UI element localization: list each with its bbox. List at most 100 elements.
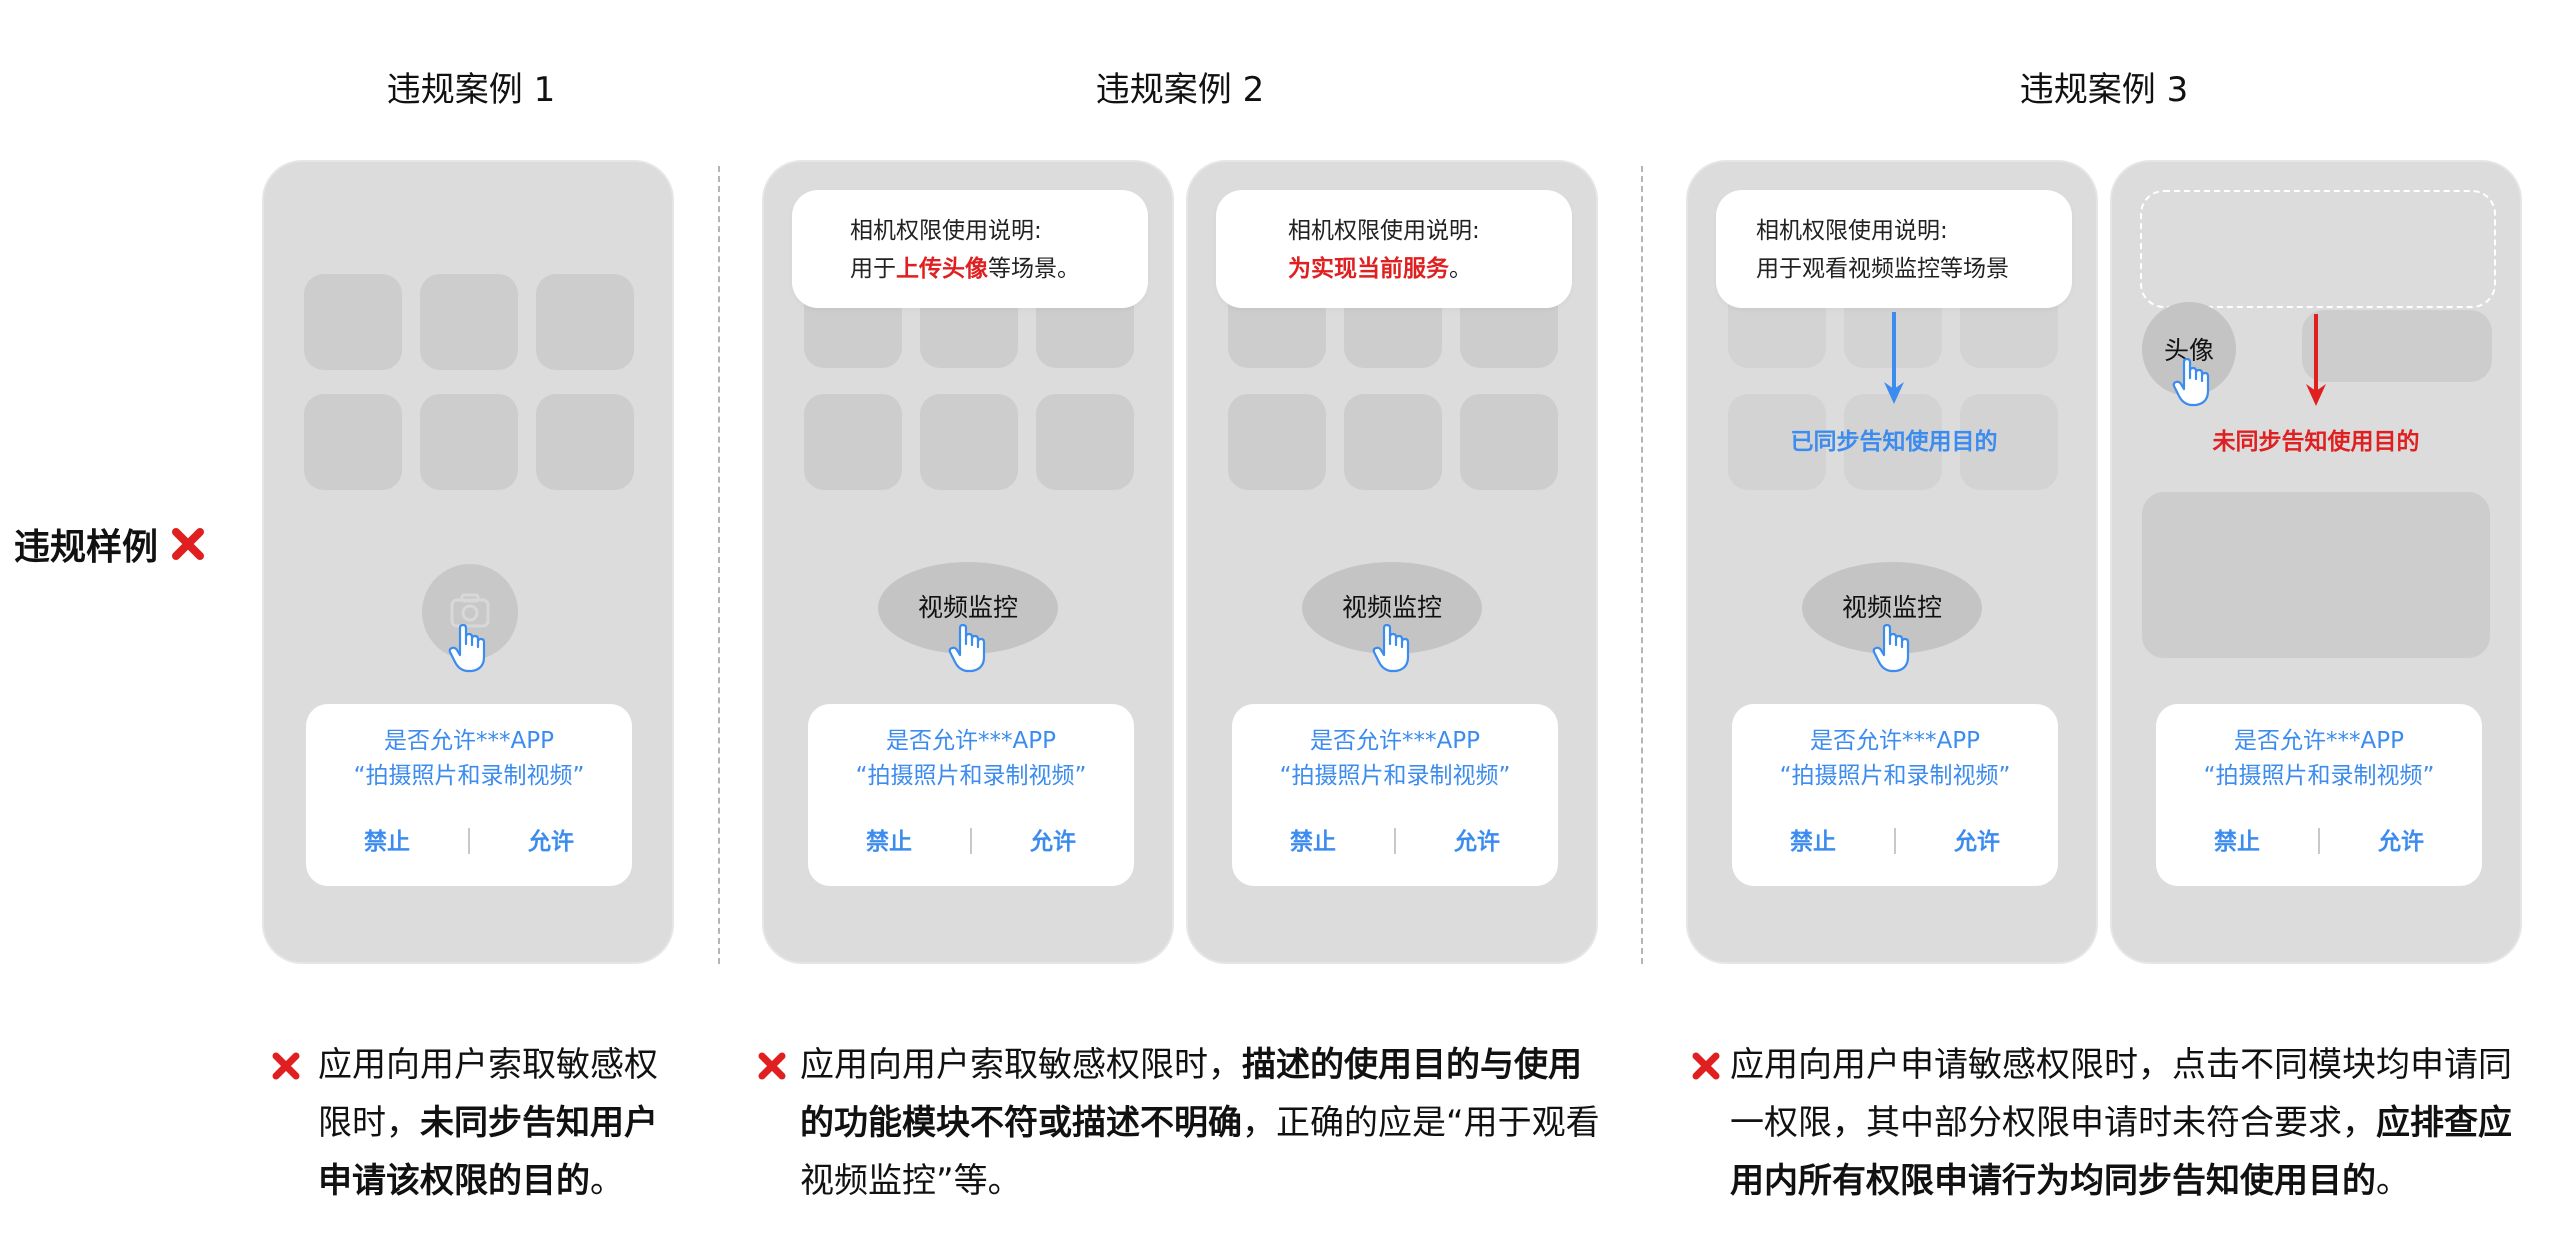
case-1-description-text: 应用向用户索取敏感权限时，未同步告知用户申请该权限的目的。 [270,1036,670,1210]
phone-mockup-case-3b: 头像 未同步告知使用目的 是否允许***APP “拍摄照片和录制视频” 禁止 允… [2110,160,2522,964]
app-tile [536,394,634,490]
app-tile [1460,394,1558,490]
cross-icon [758,1052,786,1080]
permission-dialog: 是否允许***APP “拍摄照片和录制视频” 禁止 允许 [808,704,1134,886]
content-block [2302,310,2492,382]
desc-bold: 未同步告知用户申请该权限的目的 [318,1103,658,1201]
app-tile [420,274,518,370]
desc-bold: 描述的使用目的与使用的功能模块不符或描述不明确 [800,1045,1582,1143]
deny-button[interactable]: 禁止 [1290,829,1336,855]
dialog-question-line1: 是否允许***APP [1310,728,1480,754]
app-tile [1344,394,1442,490]
permission-dialog: 是否允许***APP “拍摄照片和录制视频” 禁止 允许 [306,704,632,886]
tip-highlight: 为实现当前服务 [1288,256,1449,282]
allow-button[interactable]: 允许 [528,829,574,855]
app-tile [1228,394,1326,490]
unsynced-purpose-label: 未同步告知使用目的 [2212,429,2420,455]
desc-plain: 应用向用户申请敏感权限时，点击不同模块均申请同一权限，其中部分权限申请时未符合要… [1730,1045,2512,1143]
app-tile [304,394,402,490]
permission-tip-card: 相机权限使用说明: 用于观看视频监控等场景 [1716,190,2072,308]
app-tile [1844,394,1942,490]
video-monitor-button[interactable]: 视频监控 [878,562,1058,654]
dialog-separator [468,828,470,854]
pointing-hand-icon [448,624,486,673]
app-tile [1728,394,1826,490]
arrow-down-icon [1884,312,1904,404]
video-monitor-button[interactable]: 视频监控 [1802,562,1982,654]
app-tile [1960,394,2058,490]
permission-tip-card: 相机权限使用说明: 用于上传头像等场景。 [792,190,1148,308]
case-2-description-text: 应用向用户索取敏感权限时，描述的使用目的与使用的功能模块不符或描述不明确，正确的… [756,1036,1600,1210]
dialog-separator [1894,828,1896,854]
permission-dialog: 是否允许***APP “拍摄照片和录制视频” 禁止 允许 [1732,704,2058,886]
dialog-separator [1394,828,1396,854]
permission-dialog: 是否允许***APP “拍摄照片和录制视频” 禁止 允许 [1232,704,1558,886]
deny-button[interactable]: 禁止 [1790,829,1836,855]
desc-end: ，正确的应是“用于观看视频监控”等。 [800,1103,1600,1201]
allow-button[interactable]: 允许 [2378,829,2424,855]
synced-purpose-label: 已同步告知使用目的 [1790,429,1998,455]
case-1-title: 违规案例 1 [386,70,556,110]
dialog-question-line2: “拍摄照片和录制视频” [353,763,585,789]
desc-bold: 应排查应用内所有权限申请行为均同步告知使用目的 [1730,1103,2512,1201]
app-tile [536,274,634,370]
dialog-question-line1: 是否允许***APP [2234,728,2404,754]
dialog-question-line1: 是否允许***APP [384,728,554,754]
pointing-hand-icon [948,624,986,673]
cross-icon [172,528,205,560]
case-3-description-text: 应用向用户申请敏感权限时，点击不同模块均申请同一权限，其中部分权限申请时未符合要… [1690,1036,2540,1210]
desc-end: 。 [2376,1161,2410,1201]
case-1-description: 应用向用户索取敏感权限时，未同步告知用户申请该权限的目的。 [270,1036,670,1210]
allow-button[interactable]: 允许 [1030,829,1076,855]
cross-icon [272,1052,300,1080]
case-3-description: 应用向用户申请敏感权限时，点击不同模块均申请同一权限，其中部分权限申请时未符合要… [1690,1036,2540,1210]
allow-button[interactable]: 允许 [1454,829,1500,855]
phone-mockup-case-1: 是否允许***APP “拍摄照片和录制视频” 禁止 允许 [262,160,674,964]
deny-button[interactable]: 禁止 [364,829,410,855]
app-tile [920,394,1018,490]
pointing-hand-icon [1372,624,1410,673]
tip-line1: 相机权限使用说明: [1756,218,1948,244]
deny-button[interactable]: 禁止 [866,829,912,855]
case-2-title: 违规案例 2 [1095,70,1265,110]
case-divider [718,166,720,964]
dialog-question-line2: “拍摄照片和录制视频” [1279,763,1511,789]
dialog-question-line2: “拍摄照片和录制视频” [855,763,1087,789]
tip-suffix: 等场景。 [988,256,1080,282]
app-tile [804,394,902,490]
tip-line2: 为实现当前服务。 [1288,250,1572,288]
arrow-down-icon [2306,314,2326,406]
tip-line1: 相机权限使用说明: [1288,218,1480,244]
case-3-title: 违规案例 3 [2019,70,2189,110]
case-divider [1641,166,1643,964]
dialog-question-line2: “拍摄照片和录制视频” [2203,763,2435,789]
permission-dialog: 是否允许***APP “拍摄照片和录制视频” 禁止 允许 [2156,704,2482,886]
permission-tip-card: 相机权限使用说明: 为实现当前服务。 [1216,190,1572,308]
pointing-hand-icon [1872,624,1910,673]
case-2-description: 应用向用户索取敏感权限时，描述的使用目的与使用的功能模块不符或描述不明确，正确的… [756,1036,1606,1210]
desc-end: 。 [590,1161,624,1201]
violation-example-text: 违规样例 [14,527,159,568]
app-tile [1036,394,1134,490]
violation-example-label: 违规样例 [14,518,206,570]
camera-icon [450,593,490,628]
cross-icon [1692,1052,1720,1080]
phone-mockup-case-2a: 相机权限使用说明: 用于上传头像等场景。 视频监控 是否允许***APP “拍摄… [762,160,1174,964]
dialog-separator [2318,828,2320,854]
dialog-separator [970,828,972,854]
phone-mockup-case-3a: 相机权限使用说明: 用于观看视频监控等场景 已同步告知使用目的 视频监控 是否允… [1686,160,2098,964]
tip-line2: 用于上传头像等场景。 [850,250,1148,288]
app-tile [304,274,402,370]
allow-button[interactable]: 允许 [1954,829,2000,855]
content-block [2142,492,2490,658]
phone-mockup-case-2b: 相机权限使用说明: 为实现当前服务。 视频监控 是否允许***APP “拍摄照片… [1186,160,1598,964]
deny-button[interactable]: 禁止 [2214,829,2260,855]
tip-line1: 相机权限使用说明: [850,218,1042,244]
missing-tip-placeholder [2140,190,2496,308]
desc-plain: 应用向用户索取敏感权限时， [318,1045,658,1143]
dialog-question-line1: 是否允许***APP [886,728,1056,754]
tip-suffix: 。 [1449,256,1472,282]
tip-prefix: 用于 [850,256,896,282]
tip-highlight: 上传头像 [896,256,988,282]
dialog-question-line1: 是否允许***APP [1810,728,1980,754]
